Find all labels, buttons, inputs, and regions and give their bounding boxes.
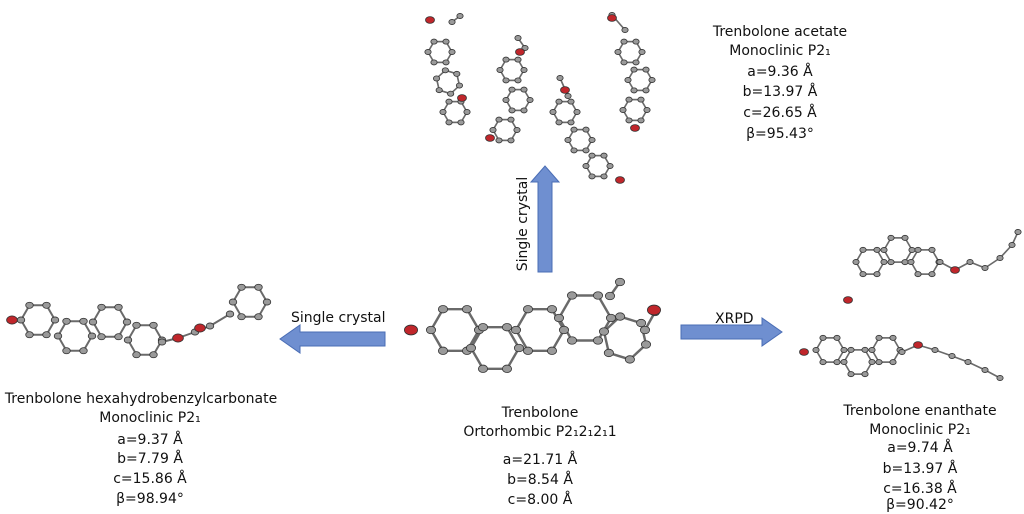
tren-c: c=8.00 Å: [507, 492, 573, 508]
acetate-b: b=13.97 Å: [742, 84, 818, 100]
arrow-left-label: Single crystal: [291, 310, 386, 326]
acetate-c: c=26.65 Å: [743, 105, 817, 121]
enanthate-c: c=16.38 Å: [883, 481, 957, 497]
hexa-system: Monoclinic P2₁: [99, 410, 201, 426]
acetate-molecule-1: [424, 13, 471, 126]
tren-b: b=8.54 Å: [507, 472, 573, 488]
acetate-name: Trenbolone acetate: [712, 24, 848, 40]
hexa-molecule: [6, 283, 272, 359]
arrow-right-label: XRPD: [715, 311, 754, 327]
enanthate-molecule-1: [843, 229, 1022, 304]
acetate-beta: β=95.43°: [746, 126, 814, 142]
enanthate-b: b=13.97 Å: [882, 461, 958, 477]
enanthate-name: Trenbolone enanthate: [843, 403, 997, 419]
acetate-molecule-2: [485, 35, 534, 144]
hexa-c: c=15.86 Å: [113, 471, 187, 487]
enanthate-beta: β=90.42°: [886, 497, 954, 513]
tren-a: a=21.71 Å: [502, 452, 578, 468]
acetate-molecule-4: [607, 12, 656, 132]
hexa-a: a=9.37 Å: [117, 432, 183, 448]
tren-name: Trenbolone: [501, 405, 579, 421]
enanthate-system: Monoclinic P2₁: [869, 422, 971, 438]
enanthate-molecule-2: [799, 334, 1004, 381]
enanthate-a: a=9.74 Å: [887, 440, 953, 456]
arrow-left: [279, 324, 386, 354]
hexa-name: Trenbolone hexahydrobenzylcarbonate: [4, 391, 278, 407]
trenbolone-molecule: [403, 277, 662, 373]
hexa-b: b=7.79 Å: [117, 451, 183, 467]
tren-system: Ortorhombic P2₁2₁2₁1: [463, 424, 617, 440]
acetate-a: a=9.36 Å: [747, 64, 813, 80]
acetate-molecule-3: [549, 75, 625, 184]
arrow-right: [680, 317, 783, 347]
acetate-system: Monoclinic P2₁: [729, 43, 831, 59]
hexa-beta: β=98.94°: [116, 491, 184, 507]
arrow-up-label: Single crystal: [515, 176, 531, 272]
arrow-up: [529, 165, 561, 273]
